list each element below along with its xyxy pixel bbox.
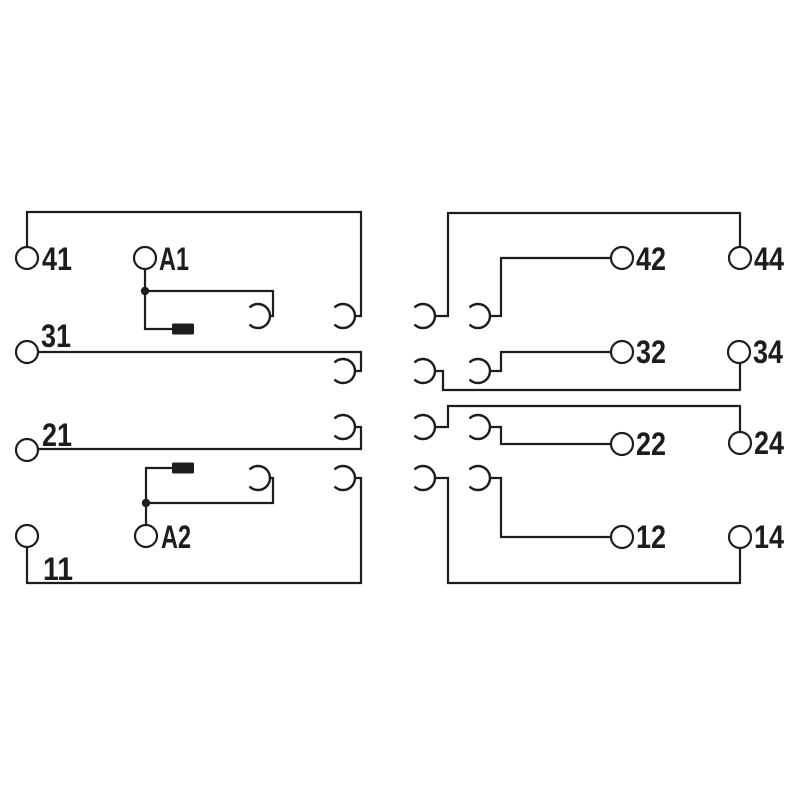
terminal-label-31: 31 [41, 318, 71, 354]
terminal-34-circle [726, 339, 752, 365]
contact-arc-group [248, 302, 492, 492]
wire-contact-to-22 [490, 425, 611, 446]
terminal-label-12: 12 [636, 519, 666, 555]
contact-arc-common-31 [333, 357, 357, 385]
terminal-11-circle [14, 523, 40, 549]
coil-symbol-a1 [172, 323, 194, 335]
contact-arc-22 [468, 413, 492, 441]
terminal-label-14: 14 [754, 519, 784, 555]
wire-contact-to-34 [435, 363, 742, 392]
junction-dot-a1 [140, 286, 150, 296]
terminal-label-group: 41 A1 42 44 31 32 34 21 22 24 11 A2 12 1… [41, 241, 784, 587]
wire-contact-to-14 [435, 476, 742, 585]
contact-arc-24 [413, 413, 437, 441]
terminal-label-34: 34 [753, 334, 783, 370]
wire-41-to-common-contact [25, 210, 363, 318]
coil-and-junction-group [140, 286, 194, 508]
contact-arc-32 [468, 357, 492, 385]
terminal-label-41: 41 [42, 241, 72, 277]
terminal-31-circle [14, 339, 40, 365]
terminal-label-22: 22 [636, 426, 666, 462]
terminal-label-11: 11 [43, 551, 73, 587]
coil-plug-contact-arc-bottom [248, 464, 272, 492]
wire-junction-to-coil-symbol-bottom [144, 466, 172, 503]
contact-arc-common-41 [333, 302, 357, 330]
wire-junction-to-coil-contact-bottom [146, 476, 275, 505]
terminal-label-42: 42 [636, 241, 666, 277]
terminal-label-a2: A2 [161, 519, 191, 555]
terminal-a2-circle [133, 523, 159, 549]
terminal-41-circle [14, 245, 40, 271]
wire-junction-to-coil-contact-top [145, 289, 275, 318]
contact-arc-common-21 [333, 413, 357, 441]
contact-arc-14 [413, 464, 437, 492]
terminal-14-circle [727, 524, 753, 550]
terminal-42-circle [609, 245, 635, 271]
wire-contact-to-42 [490, 256, 611, 318]
contact-arc-42 [468, 302, 492, 330]
coil-symbol-a2 [172, 462, 194, 474]
wire-contact-to-12 [490, 476, 611, 539]
terminal-32-circle [609, 339, 635, 365]
terminal-label-32: 32 [636, 334, 666, 370]
terminal-label-a1: A1 [159, 241, 189, 277]
contact-arc-44 [413, 302, 437, 330]
terminal-label-44: 44 [754, 241, 784, 277]
wire-contact-to-32 [490, 350, 611, 373]
contact-arc-common-11 [333, 464, 357, 492]
wire-group [25, 210, 742, 585]
terminal-22-circle [609, 431, 635, 457]
terminal-24-circle [727, 430, 753, 456]
contact-arc-12 [468, 464, 492, 492]
wire-contact-to-44 [435, 211, 742, 318]
terminal-circle-group [14, 245, 753, 550]
terminal-12-circle [609, 524, 635, 550]
terminal-label-21: 21 [42, 417, 72, 453]
wire-contact-to-24 [435, 404, 742, 432]
junction-dot-a2 [141, 498, 151, 508]
terminal-label-24: 24 [754, 425, 784, 461]
terminal-a1-circle [132, 245, 158, 271]
wire-junction-to-coil-symbol-top [143, 291, 172, 331]
wire-11-to-common-contact [25, 476, 363, 585]
wire-31-to-common-contact [38, 350, 363, 373]
coil-plug-contact-arc-top [248, 302, 272, 330]
wire-21-to-common-contact [38, 425, 363, 451]
contact-arc-34 [413, 357, 437, 385]
terminal-44-circle [727, 245, 753, 271]
terminal-21-circle [14, 437, 40, 463]
